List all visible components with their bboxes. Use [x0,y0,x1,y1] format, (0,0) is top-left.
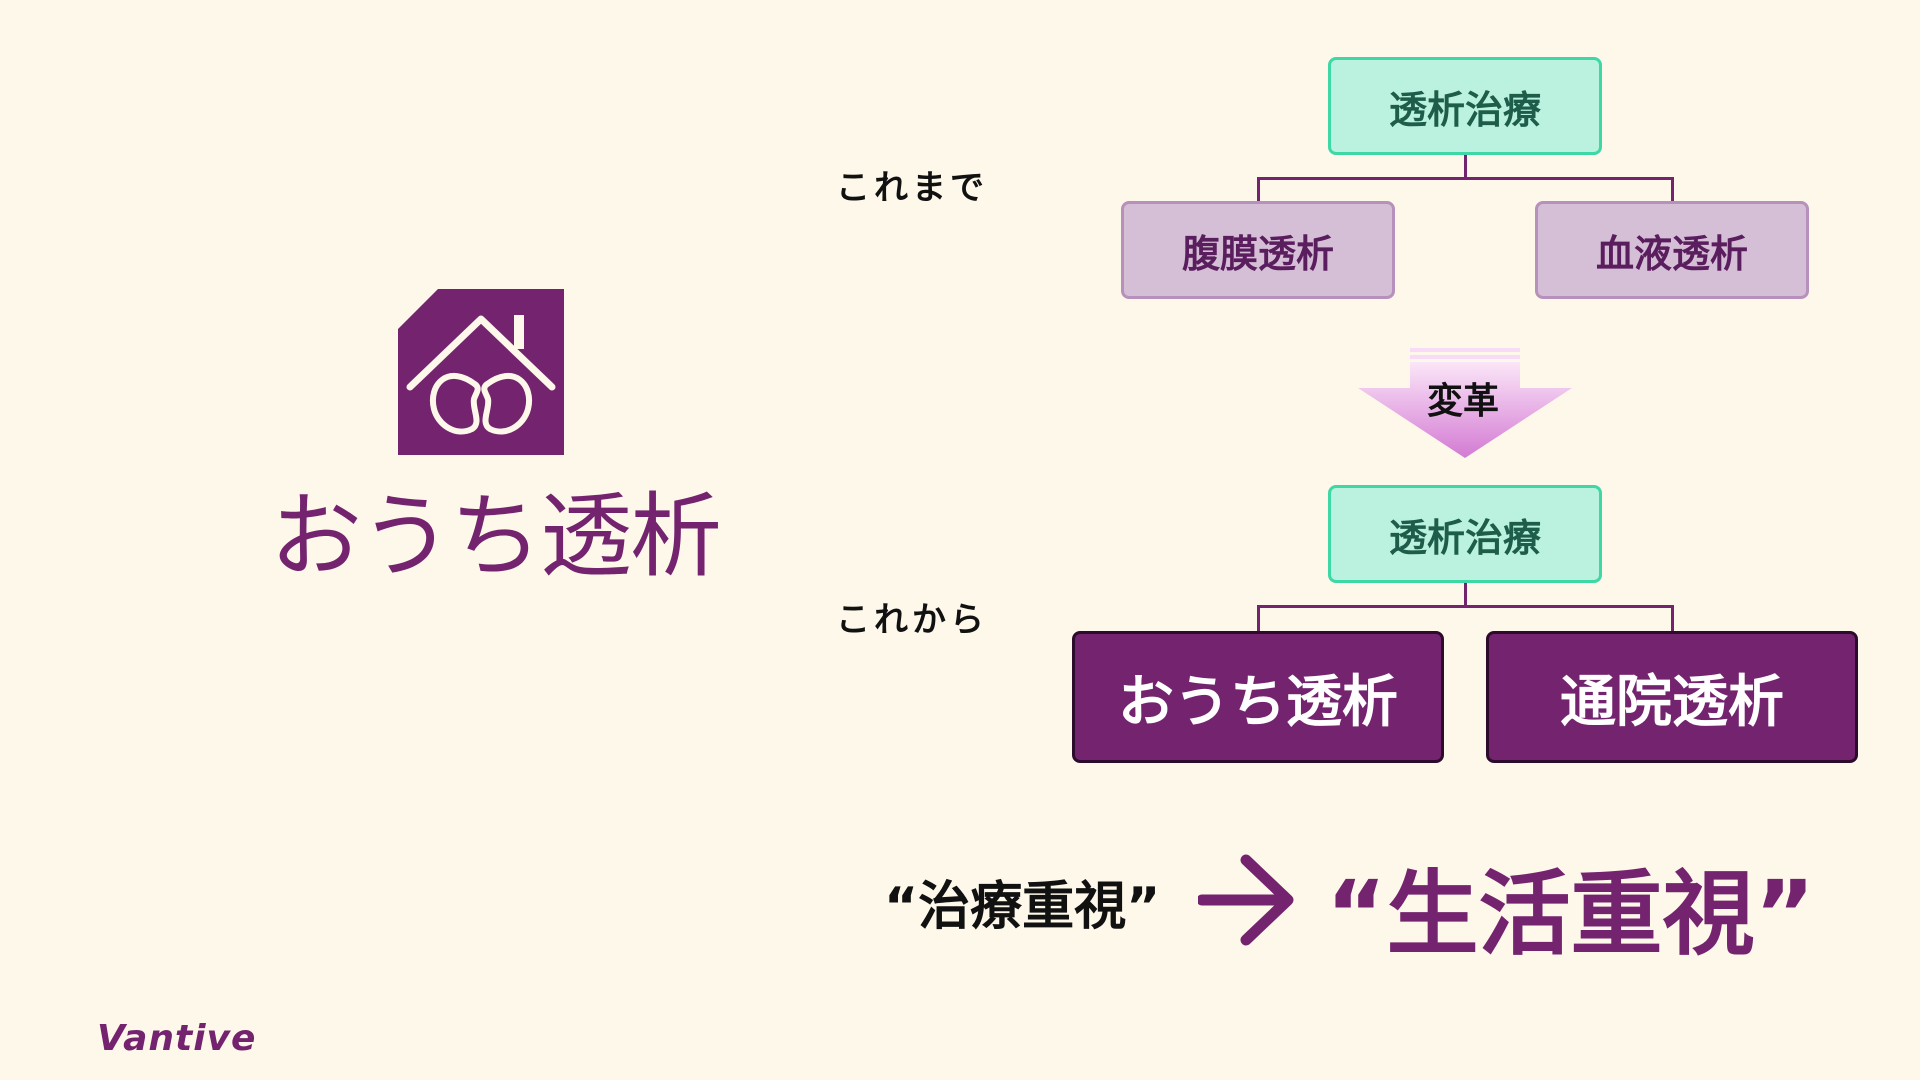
after-connector [1257,605,1260,631]
before-connector [1257,177,1260,201]
house-kidney-icon [398,289,564,455]
transition-label: 変革 [1427,381,1500,422]
after-root-box: 透析治療 [1328,485,1602,583]
after-connector [1257,605,1674,608]
after-connector [1671,605,1674,631]
after-child-box: おうち透析 [1072,631,1444,763]
logo-group: おうち透析 [270,286,722,590]
logo-text: おうち透析 [270,483,722,590]
before-child-box: 血液透析 [1535,201,1809,299]
slogan-from: “治療重視” [884,877,1161,937]
before-connector [1671,177,1674,201]
before-child-box: 腹膜透析 [1121,201,1395,299]
after-child-box: 通院透析 [1486,631,1858,763]
before-label: これまで [836,168,988,208]
slogan-to: “生活重視” [1326,861,1815,968]
before-connector [1257,177,1674,180]
down-arrow-icon [1358,348,1572,458]
before-connector [1464,155,1467,179]
after-connector [1464,583,1467,607]
after-label: これから [836,600,988,640]
brand-logo: Vantive [97,1018,257,1059]
right-arrow-icon [1198,854,1294,946]
before-root-box: 透析治療 [1328,57,1602,155]
